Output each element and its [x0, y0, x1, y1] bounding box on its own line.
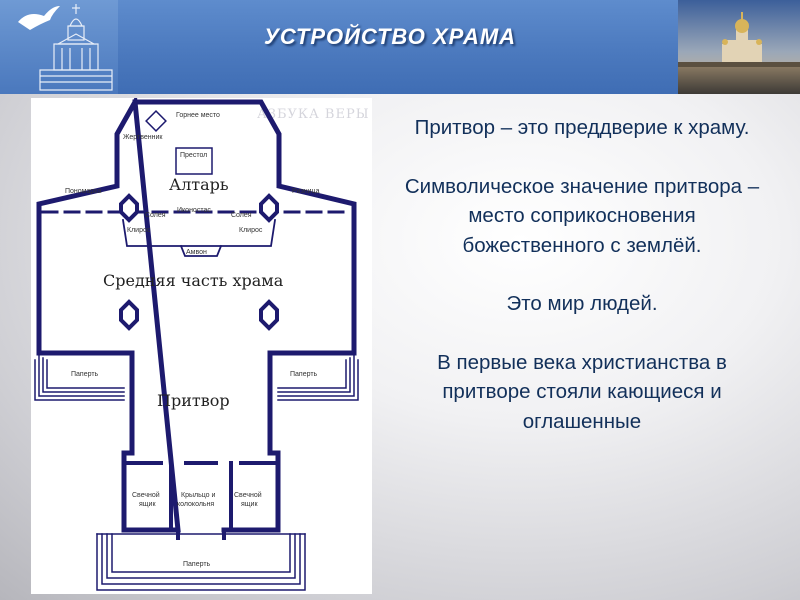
paragraph-definition: Притвор – это преддверие к храму. [414, 116, 750, 139]
paragraph-history: В первые века христианства в притворе ст… [437, 350, 727, 433]
plan-walls [34, 98, 359, 591]
label-paperts-bottom: Паперть [183, 561, 211, 568]
label-soleya-left: Солея [145, 212, 166, 219]
label-kliros-right: Клирос [239, 227, 263, 234]
label-kliros-left: Клирос [127, 227, 151, 234]
page-title: УСТРОЙСТВО ХРАМА [263, 24, 517, 49]
dove-icon [18, 6, 60, 30]
description-text: Притвор – это преддверие к храму. Символ… [398, 113, 766, 436]
label-altar: Алтарь [169, 175, 229, 194]
header-bar: УСТРОЙСТВО ХРАМА [0, 0, 800, 94]
label-ponomarka: Пономарка [65, 188, 101, 195]
label-ambon: Амвон [186, 249, 207, 256]
label-candle-right-1: Свечной [234, 491, 262, 499]
church-logo-icon [18, 4, 113, 91]
label-zhertvennik: Жертвенник [123, 134, 163, 141]
paragraph-world: Это мир людей. [506, 292, 658, 315]
temple-floor-plan: АЗБУКА ВЕРЫ [31, 98, 372, 594]
label-soleya-right: Солея [231, 212, 252, 219]
label-gornee-mesto: Горнее место [176, 112, 220, 119]
label-candle-left-2: ящик [139, 501, 156, 508]
paragraph-symbolic: Символическое значение притвора – место … [404, 174, 760, 257]
cathedral-photo [678, 0, 800, 94]
label-ikonostas: Иконостас [177, 207, 211, 214]
label-porch-2: колокольня [177, 501, 214, 508]
label-candle-right-2: ящик [241, 501, 258, 508]
label-pritvor: Притвор [157, 391, 230, 410]
watermark: АЗБУКА ВЕРЫ [257, 107, 370, 122]
label-porch-1: Крыльцо и [181, 492, 216, 499]
label-riznitsa: Ризница [292, 188, 320, 195]
label-candle-left-1: Свечной [132, 491, 160, 499]
church-icon [39, 4, 113, 91]
label-paperts-left: Паперть [71, 371, 99, 378]
label-middle-part: Средняя часть храма [103, 271, 284, 290]
label-paperts-right: Паперть [290, 371, 318, 378]
label-prestol: Престол [180, 152, 207, 159]
logo [0, 0, 118, 94]
